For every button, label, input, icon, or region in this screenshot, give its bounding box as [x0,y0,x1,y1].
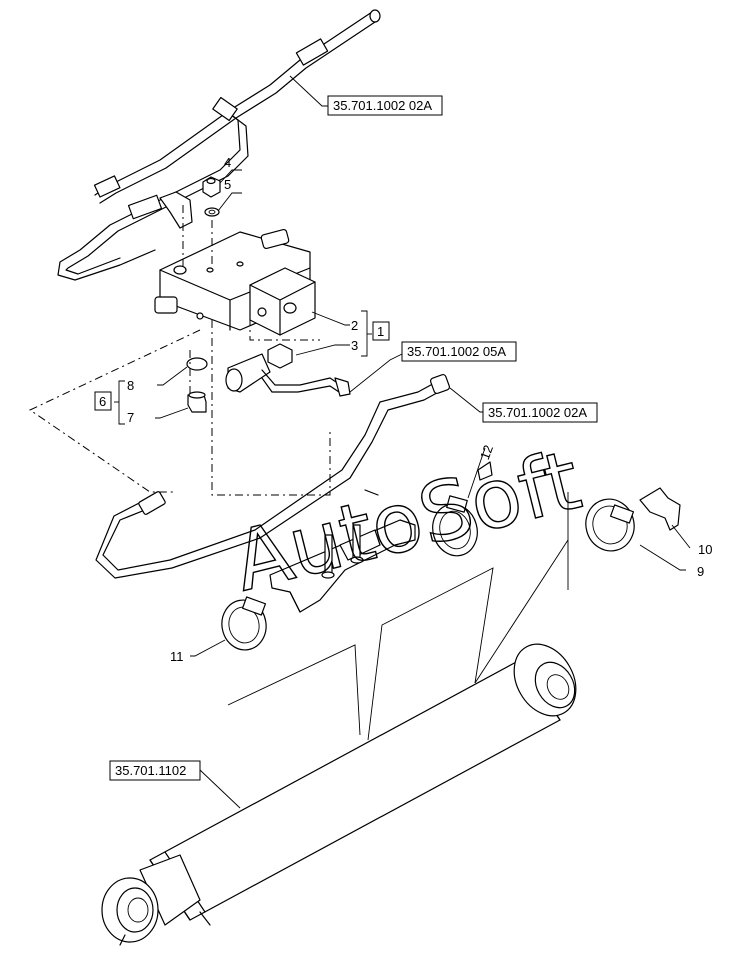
watermark-text: AutoSoft [225,433,590,610]
part-number-8[interactable]: 8 [127,378,134,393]
reference-box-sensor-cable[interactable]: 35.701.1002 05A [401,341,517,362]
part-number-3[interactable]: 3 [351,338,358,353]
valve-block [154,228,316,336]
reference-label: 35.701.1002 02A [333,98,432,113]
part-number-5[interactable]: 5 [224,177,231,192]
part-number-2[interactable]: 2 [351,318,358,333]
part-number-12[interactable]: 12 [477,443,496,462]
part-number-10[interactable]: 10 [698,542,712,557]
part-number-7[interactable]: 7 [127,410,134,425]
o-ring-fitting [186,357,208,413]
group-box-fitting[interactable]: 6 [94,391,112,411]
reference-label: 35.701.1002 02A [488,405,587,420]
part-number-11[interactable]: 11 [170,649,184,664]
group-number: 6 [99,394,106,409]
top-hose-assembly [57,9,381,281]
hose-clamps [221,461,635,651]
group-box-valve[interactable]: 1 [372,321,390,341]
retaining-clip [639,487,681,531]
steel-tube [95,373,451,579]
hydraulic-cylinder [101,643,577,946]
reference-box-cylinder[interactable]: 35.701.1102 [109,760,201,781]
group-number: 1 [377,324,384,339]
reference-box-hose-top[interactable]: 35.701.1002 02A [327,95,443,116]
reference-box-tube-right[interactable]: 35.701.1002 02A [482,402,598,423]
mounting-bracket [269,489,416,613]
leader-lines [155,75,691,809]
reference-label: 35.701.1102 [115,763,186,778]
nut-washer [202,176,221,217]
group-brackets [114,310,372,425]
pressure-sensor [225,343,351,397]
part-number-9[interactable]: 9 [697,564,704,579]
reference-label: 35.701.1002 05A [407,344,506,359]
part-number-4[interactable]: 4 [224,155,231,170]
guide-lines [227,492,569,741]
